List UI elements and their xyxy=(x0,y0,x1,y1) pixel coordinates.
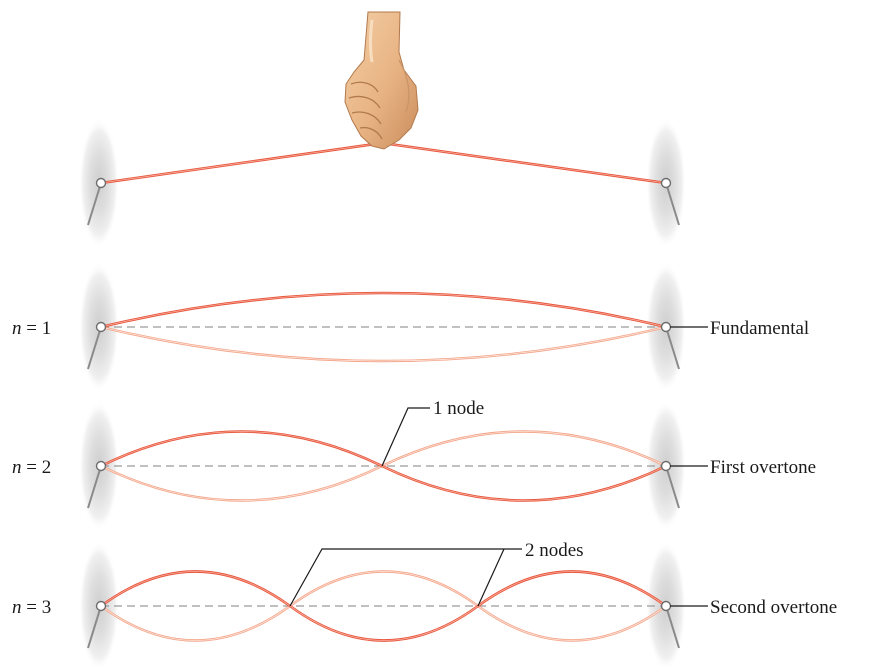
left-supports xyxy=(79,118,119,666)
two-nodes-label: 2 nodes xyxy=(525,540,584,561)
fundamental-label: Fundamental xyxy=(710,318,809,339)
mode-3-string xyxy=(99,570,668,642)
equilibrium-lines xyxy=(101,326,666,607)
string-pegs xyxy=(95,177,672,612)
right-supports xyxy=(646,118,686,666)
two-nodes-leader-b xyxy=(477,548,505,607)
mode-1-number: n = 1 xyxy=(12,318,51,339)
one-node-leader xyxy=(381,407,430,467)
second-overtone-label: Second overtone xyxy=(710,597,837,618)
one-node-label: 1 node xyxy=(433,398,484,419)
leader-lines xyxy=(289,326,708,607)
mode-2-number: n = 2 xyxy=(12,457,51,478)
two-nodes-leader-a xyxy=(289,548,522,607)
mode-3-number: n = 3 xyxy=(12,597,51,618)
hand-plucking-icon xyxy=(344,11,419,150)
mode-1-string xyxy=(99,291,668,363)
first-overtone-label: First overtone xyxy=(710,457,816,478)
